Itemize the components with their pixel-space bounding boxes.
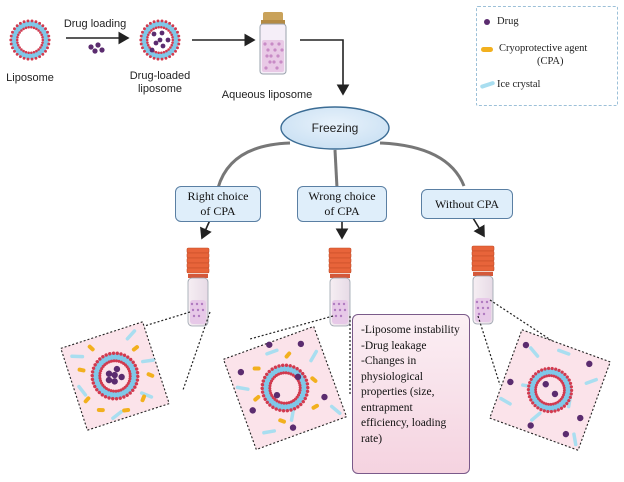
wrong-choice-line1: Wrong choice [308,189,376,203]
frozen-tube-icon [328,247,352,327]
zoom-panel-right-cpa [60,321,170,431]
vial-liposome-dots [263,42,284,70]
without-cpa-line1: Without CPA [434,196,500,211]
drug-loaded-label-2: liposome [137,83,183,95]
legend-cpa-abbr: (CPA) [537,56,564,67]
arrow-tube-3 [472,217,485,238]
legend-ice-label: Ice crystal [497,79,541,90]
liposome-label: Liposome [6,72,54,84]
effect-item: -Liposome instability [361,324,460,336]
arrow-tube-1 [200,219,212,240]
drug-loaded-liposome-icon [139,19,181,61]
frozen-tube-icon [471,245,495,325]
frozen-tube-icon [186,247,210,327]
branch-line-without [379,141,466,187]
drug-loading-label: Drug loading [63,18,127,30]
branch-line-wrong [333,149,339,189]
legend-box [476,6,618,106]
wrong-choice-line2: of CPA [324,204,360,218]
liposome-icon [9,19,51,61]
aqueous-liposome-vial-icon [259,12,287,75]
zoom-panel-wrong-cpa [222,325,348,451]
aqueous-liposome-label: Aqueous liposome [221,89,313,101]
ice-legend-icon [480,81,495,89]
cpa-legend-icon [481,47,493,52]
drug-loaded-label-1: Drug-loaded [129,70,191,82]
free-drug-icon [88,42,105,54]
effect-item: -Changes in physiological properties (si… [361,355,447,445]
freezing-node [280,106,390,150]
legend-cpa-label: Cryoprotective agent [499,43,588,54]
freezing-label: Freezing [311,121,359,135]
consequences-box: -Liposome instability -Drug leakage -Cha… [352,314,470,474]
effect-item: -Drug leakage [361,339,427,352]
zoom-panel-without-cpa [489,329,611,451]
right-choice-line1: Right choice [187,189,249,203]
to-freezing-arrow [300,39,350,96]
without-cpa-box: Without CPA [421,189,513,219]
right-choice-line2: of CPA [200,204,236,218]
legend-icons [480,19,495,89]
branch-line-right [216,141,291,189]
drug-legend-icon [484,19,490,25]
legend-drug-label: Drug [497,16,519,27]
